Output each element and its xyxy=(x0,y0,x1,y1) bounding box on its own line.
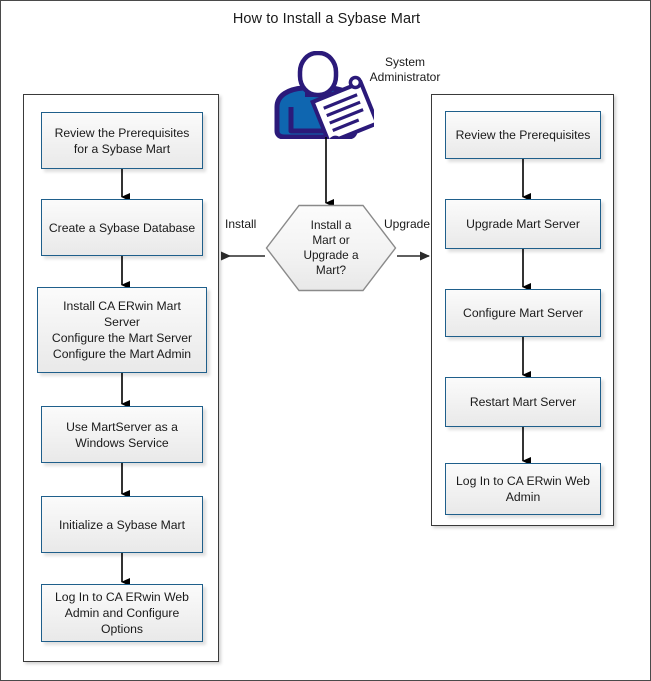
node-login-web-admin[interactable]: Log In to CA ERwin Web Admin xyxy=(445,463,601,515)
node-upgrade-mart-server[interactable]: Upgrade Mart Server xyxy=(445,199,601,249)
edge-label-upgrade: Upgrade xyxy=(384,217,431,231)
edge-label-install: Install xyxy=(225,217,257,231)
node-initialize-sybase-mart[interactable]: Initialize a Sybase Mart xyxy=(41,496,203,553)
page-title: How to Install a Sybase Mart xyxy=(232,11,421,27)
system-administrator-person-icon xyxy=(274,51,374,139)
decision-label: Install a Mart or Upgrade a Mart? xyxy=(303,218,359,277)
decision-node[interactable]: Install a Mart or Upgrade a Mart? xyxy=(265,204,397,292)
node-review-prerequisites[interactable]: Review the Prerequisites xyxy=(445,111,601,159)
node-use-martserver-windows-service[interactable]: Use MartServer as a Windows Service xyxy=(41,406,203,463)
hexagon-shape xyxy=(265,204,397,292)
node-review-prerequisites-sybase[interactable]: Review the Prerequisites for a Sybase Ma… xyxy=(41,112,203,169)
node-login-web-admin-configure-options[interactable]: Log In to CA ERwin Web Admin and Configu… xyxy=(41,584,203,642)
install-lane-container xyxy=(23,94,219,662)
node-install-mart-server-configure[interactable]: Install CA ERwin Mart Server Configure t… xyxy=(37,287,207,373)
actor-label: System Administrator xyxy=(369,55,441,84)
node-create-sybase-database[interactable]: Create a Sybase Database xyxy=(41,199,203,256)
node-restart-mart-server[interactable]: Restart Mart Server xyxy=(445,377,601,427)
node-configure-mart-server[interactable]: Configure Mart Server xyxy=(445,289,601,337)
